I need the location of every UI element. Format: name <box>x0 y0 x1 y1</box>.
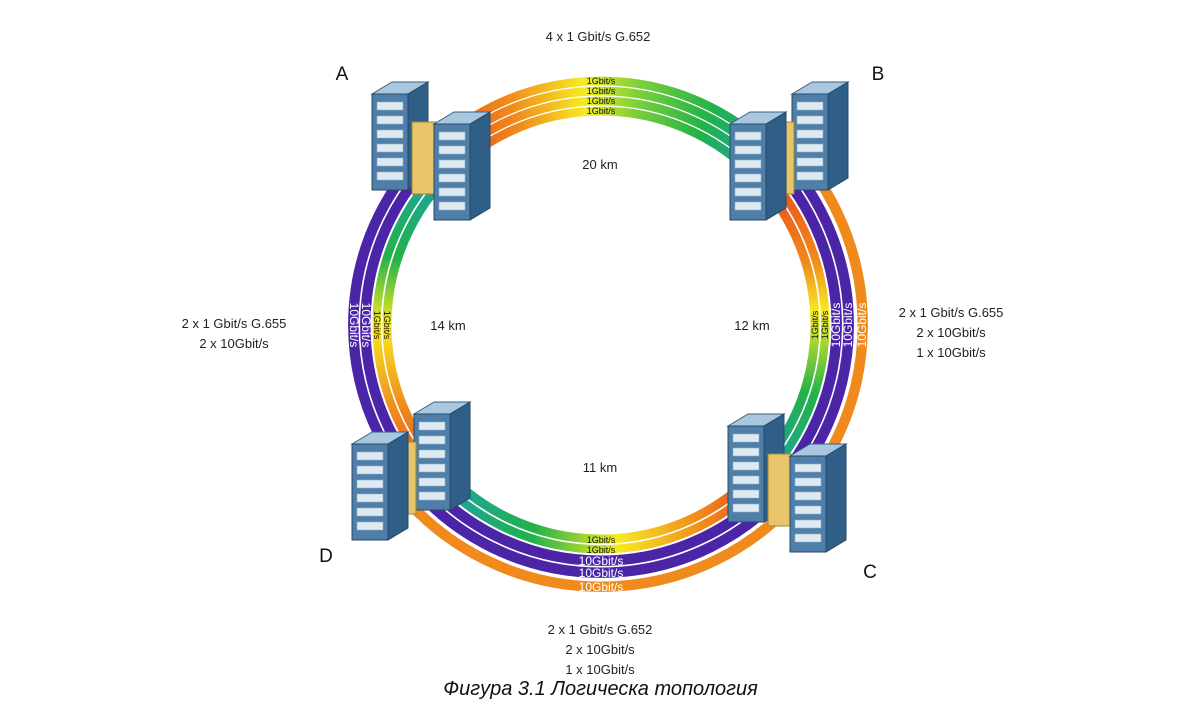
da-capacity-line-2: 2 x 10Gbit/s <box>199 336 269 351</box>
cd-capacity-line-1: 2 x 1 Gbit/s G.652 <box>548 622 653 637</box>
fiber-label-ab-1: 1Gbit/s <box>587 76 616 86</box>
server-cluster-a <box>370 81 492 221</box>
fiber-label-bc-4: 10Gbit/s <box>841 303 855 348</box>
da-distance: 14 km <box>430 318 465 333</box>
fiber-label-cd-5: 10Gbit/s <box>579 580 624 594</box>
fiber-label-ab-2: 1Gbit/s <box>587 86 616 96</box>
bc-capacity-line-2: 2 x 10Gbit/s <box>916 325 986 340</box>
cd-capacity-line-2: 2 x 10Gbit/s <box>565 642 635 657</box>
node-a-label: A <box>336 64 349 85</box>
fiber-label-bc-3: 10Gbit/s <box>829 303 843 348</box>
bc-capacity-line-1: 2 x 1 Gbit/s G.655 <box>899 305 1004 320</box>
node-c-label: C <box>863 562 877 583</box>
servers <box>350 81 850 553</box>
server-cluster-d <box>350 401 472 541</box>
fiber-cd-5 <box>396 489 806 593</box>
bc-capacity-line-3: 1 x 10Gbit/s <box>916 345 986 360</box>
fiber-label-cd-2: 1Gbit/s <box>587 545 616 555</box>
fiber-label-da-4: 10Gbit/s <box>347 303 361 348</box>
cd-distance: 11 km <box>583 460 617 475</box>
server-cluster-b <box>728 81 850 221</box>
fiber-divider <box>395 496 807 594</box>
fiber-label-da-2: 1Gbit/s <box>372 311 382 340</box>
fiber-divider <box>406 487 796 580</box>
bc-distance: 12 km <box>734 318 769 333</box>
fiber-label-cd-1: 1Gbit/s <box>587 535 616 545</box>
fiber-label-bc-5: 10Gbit/s <box>855 303 869 348</box>
fiber-label-da-3: 10Gbit/s <box>359 303 373 348</box>
fiber-label-ab-4: 1Gbit/s <box>587 106 616 116</box>
cd-capacity-line-3: 1 x 10Gbit/s <box>565 662 635 677</box>
fiber-label-bc-2: 1Gbit/s <box>820 310 830 339</box>
fiber-label-cd-3: 10Gbit/s <box>579 554 624 568</box>
fiber-cd-4 <box>406 480 796 579</box>
figure-caption: Фигура 3.1 Логическа топология <box>443 678 758 700</box>
server-cluster-c <box>726 413 848 553</box>
ab-distance: 20 km <box>582 157 617 172</box>
da-capacity-line-1: 2 x 1 Gbit/s G.655 <box>182 316 287 331</box>
node-b-label: B <box>872 64 885 85</box>
fiber-label-da-1: 1Gbit/s <box>382 311 392 340</box>
node-d-label: D <box>319 546 333 567</box>
ab-capacity-line-1: 4 x 1 Gbit/s G.652 <box>546 29 651 44</box>
fiber-cd-1 <box>433 459 769 544</box>
fiber-label-bc-1: 1Gbit/s <box>810 310 820 339</box>
fiber-label-cd-4: 10Gbit/s <box>579 566 624 580</box>
fiber-label-ab-3: 1Gbit/s <box>587 96 616 106</box>
